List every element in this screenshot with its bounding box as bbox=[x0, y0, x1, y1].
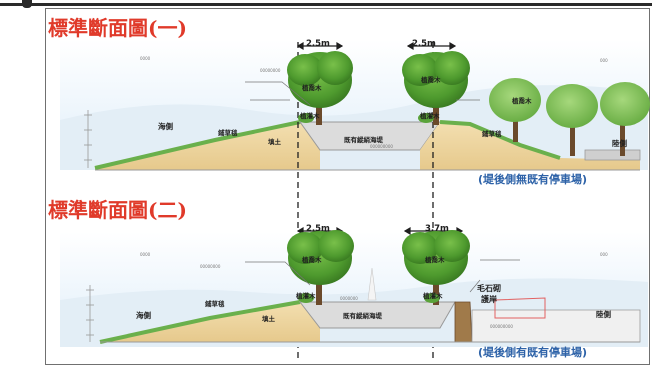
section-1-title: 標準斷面圖(一) bbox=[48, 16, 187, 40]
top-bar-line bbox=[0, 3, 652, 6]
tree-label-1b: 植喬木 bbox=[420, 75, 441, 84]
dimension-lines-1 bbox=[296, 41, 457, 51]
tree-right-1 bbox=[402, 51, 470, 125]
tree-label-1c: 植喬木 bbox=[511, 96, 532, 105]
shrub-label-1a: 植灌木 bbox=[299, 111, 320, 120]
svg-text:0000: 0000 bbox=[140, 252, 151, 257]
road-label-1: 既有縱綃海堤 bbox=[344, 135, 384, 144]
scale-2 bbox=[86, 285, 94, 342]
turf-right-1 bbox=[439, 120, 561, 160]
fine-print-2: 0000 00000000 0000000 000000000 000 bbox=[140, 252, 608, 329]
section-1: 0000 00000000 000000000 000 bbox=[60, 40, 650, 358]
tree-left-1 bbox=[287, 51, 353, 125]
shrub-label-2b: 植灌木 bbox=[422, 291, 443, 300]
section-1-note: (堤後側無既有停車場) bbox=[478, 173, 588, 186]
sea-side-label-1: 海側 bbox=[158, 121, 173, 131]
parking-mark-2 bbox=[494, 297, 546, 319]
shrub-label-2a: 植灌木 bbox=[295, 291, 316, 300]
turf-label-1b: 鋪草毯 bbox=[482, 129, 502, 138]
dim-label-2a: 2.5m bbox=[306, 224, 330, 234]
embankment-left-1 bbox=[95, 122, 320, 170]
svg-text:0000000: 0000000 bbox=[340, 296, 358, 301]
tree-label-2b: 植喬木 bbox=[424, 255, 445, 264]
svg-text:000: 000 bbox=[600, 252, 608, 257]
labels-section-2: 2.5m 3.7m 植喬木 植喬木 植灌木 植灌木 海側 陸側 鋪草毯 填土 既… bbox=[136, 224, 611, 323]
road-label-2: 既有縱綃海堤 bbox=[343, 311, 383, 320]
road-2 bbox=[298, 301, 456, 329]
svg-text:00000000: 00000000 bbox=[260, 68, 281, 73]
fine-print-1: 0000 00000000 000000000 000 bbox=[140, 56, 608, 149]
scale-1 bbox=[84, 110, 92, 168]
shrubs-2 bbox=[298, 293, 440, 303]
tree-label-1a: 植喬木 bbox=[301, 83, 322, 92]
svg-text:000000000: 000000000 bbox=[490, 324, 513, 329]
labels-section-1: 2.5m 2.5m 植喬木 植喬木 植喬木 植灌木 植灌木 海側 陸側 鋪草毯 … bbox=[158, 39, 627, 148]
turf-label-1a: 鋪草毯 bbox=[218, 128, 238, 137]
fill-label-2: 填土 bbox=[262, 314, 276, 323]
shrubs-1 bbox=[298, 113, 434, 123]
top-bar-notch bbox=[22, 0, 32, 8]
tree-left-2 bbox=[287, 230, 354, 305]
shrub-label-1b: 植灌木 bbox=[419, 111, 440, 120]
top-bar bbox=[0, 0, 652, 8]
leaders-2 bbox=[245, 259, 520, 293]
turf-left-2 bbox=[99, 300, 301, 344]
dim-label-1a: 2.5m bbox=[306, 39, 330, 49]
embankment-right-1 bbox=[420, 122, 640, 170]
monument-2 bbox=[367, 267, 377, 301]
dim-label-1b: 2.5m bbox=[412, 39, 436, 49]
fill-label-1: 填土 bbox=[268, 137, 282, 146]
stone-label-a: 毛石砌 bbox=[477, 283, 501, 293]
tree-label-2a: 植喬木 bbox=[301, 255, 322, 264]
land-side-label-2: 陸側 bbox=[596, 309, 611, 319]
section-2: 0000 00000000 0000000 000000000 000 bbox=[60, 226, 648, 347]
svg-text:000000000: 000000000 bbox=[370, 144, 393, 149]
tree-far-1 bbox=[489, 78, 650, 156]
svg-text:00000000: 00000000 bbox=[200, 264, 221, 269]
turf-left-1 bbox=[94, 120, 301, 170]
sea-side-label-2: 海側 bbox=[136, 310, 151, 320]
stone-wall-2 bbox=[454, 301, 473, 343]
land-wall-1 bbox=[584, 149, 641, 161]
section-2-note: (堤後側有既有停車場) bbox=[478, 346, 588, 359]
svg-text:000: 000 bbox=[600, 58, 608, 63]
section-2-title: 標準斷面圖(二) bbox=[48, 198, 187, 222]
svg-text:0000: 0000 bbox=[140, 56, 151, 61]
dim-label-2b: 3.7m bbox=[425, 224, 449, 234]
land-side-label-1: 陸側 bbox=[612, 138, 627, 148]
stone-label-b: 護岸 bbox=[481, 294, 497, 304]
tree-right-2 bbox=[402, 230, 470, 305]
turf-label-2: 鋪草毯 bbox=[205, 299, 225, 308]
leaders-1 bbox=[245, 81, 480, 106]
